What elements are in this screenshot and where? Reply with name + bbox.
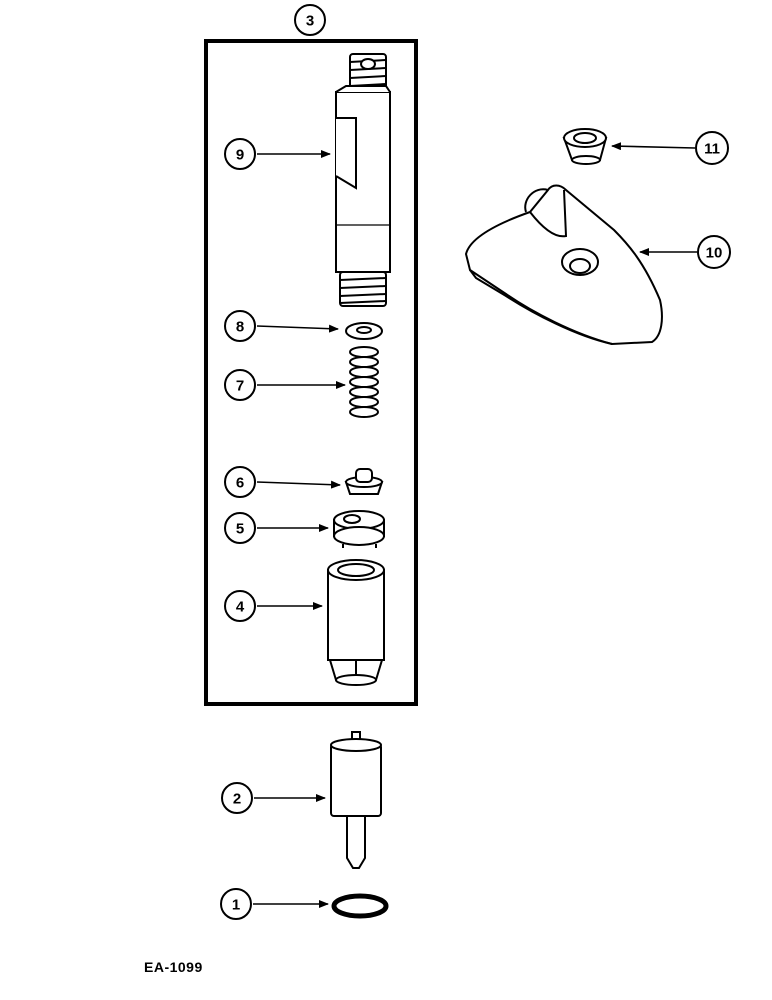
injector-body-part [335, 53, 391, 307]
callout-7-label: 7 [236, 378, 244, 395]
leader-line-6 [256, 480, 341, 489]
callout-2-label: 2 [233, 791, 241, 808]
assembly-frame [204, 39, 418, 706]
shim-washer-part [345, 322, 383, 340]
callout-9-label: 9 [236, 147, 244, 164]
intermediate-plate-part [333, 510, 385, 548]
callout-4-label: 4 [236, 599, 245, 616]
callout-8-label: 8 [236, 319, 244, 336]
callout-1: 1 [220, 888, 252, 920]
pressure-pin-part [344, 468, 384, 495]
callout-1-label: 1 [232, 897, 240, 914]
callout-7: 7 [224, 369, 256, 401]
callout-11-label: 11 [704, 141, 720, 158]
callout-10: 10 [697, 235, 731, 269]
callout-3-label: 3 [306, 13, 314, 30]
nozzle-nut-part [327, 559, 385, 686]
callouts: 3 9 8 7 6 5 4 2 [220, 4, 731, 920]
callout-6: 6 [224, 466, 256, 498]
grommet-part [562, 128, 608, 165]
callout-10-label: 10 [706, 245, 723, 262]
callout-9: 9 [224, 138, 256, 170]
callout-11: 11 [695, 131, 729, 165]
callout-6-label: 6 [236, 475, 244, 492]
leader-line-11 [611, 142, 696, 151]
leader-line-8 [256, 324, 339, 333]
figure-code: EA-1099 [144, 959, 203, 975]
callout-4: 4 [224, 590, 256, 622]
callout-8: 8 [224, 310, 256, 342]
nozzle-part [330, 731, 382, 869]
injector-clamp-part [464, 184, 663, 346]
spring-part [349, 346, 379, 418]
leader-lines [253, 142, 697, 908]
callout-2: 2 [221, 782, 253, 814]
callout-3: 3 [294, 4, 326, 36]
callout-5: 5 [224, 512, 256, 544]
callout-5-label: 5 [236, 521, 244, 538]
sealing-ring-part [331, 893, 389, 919]
